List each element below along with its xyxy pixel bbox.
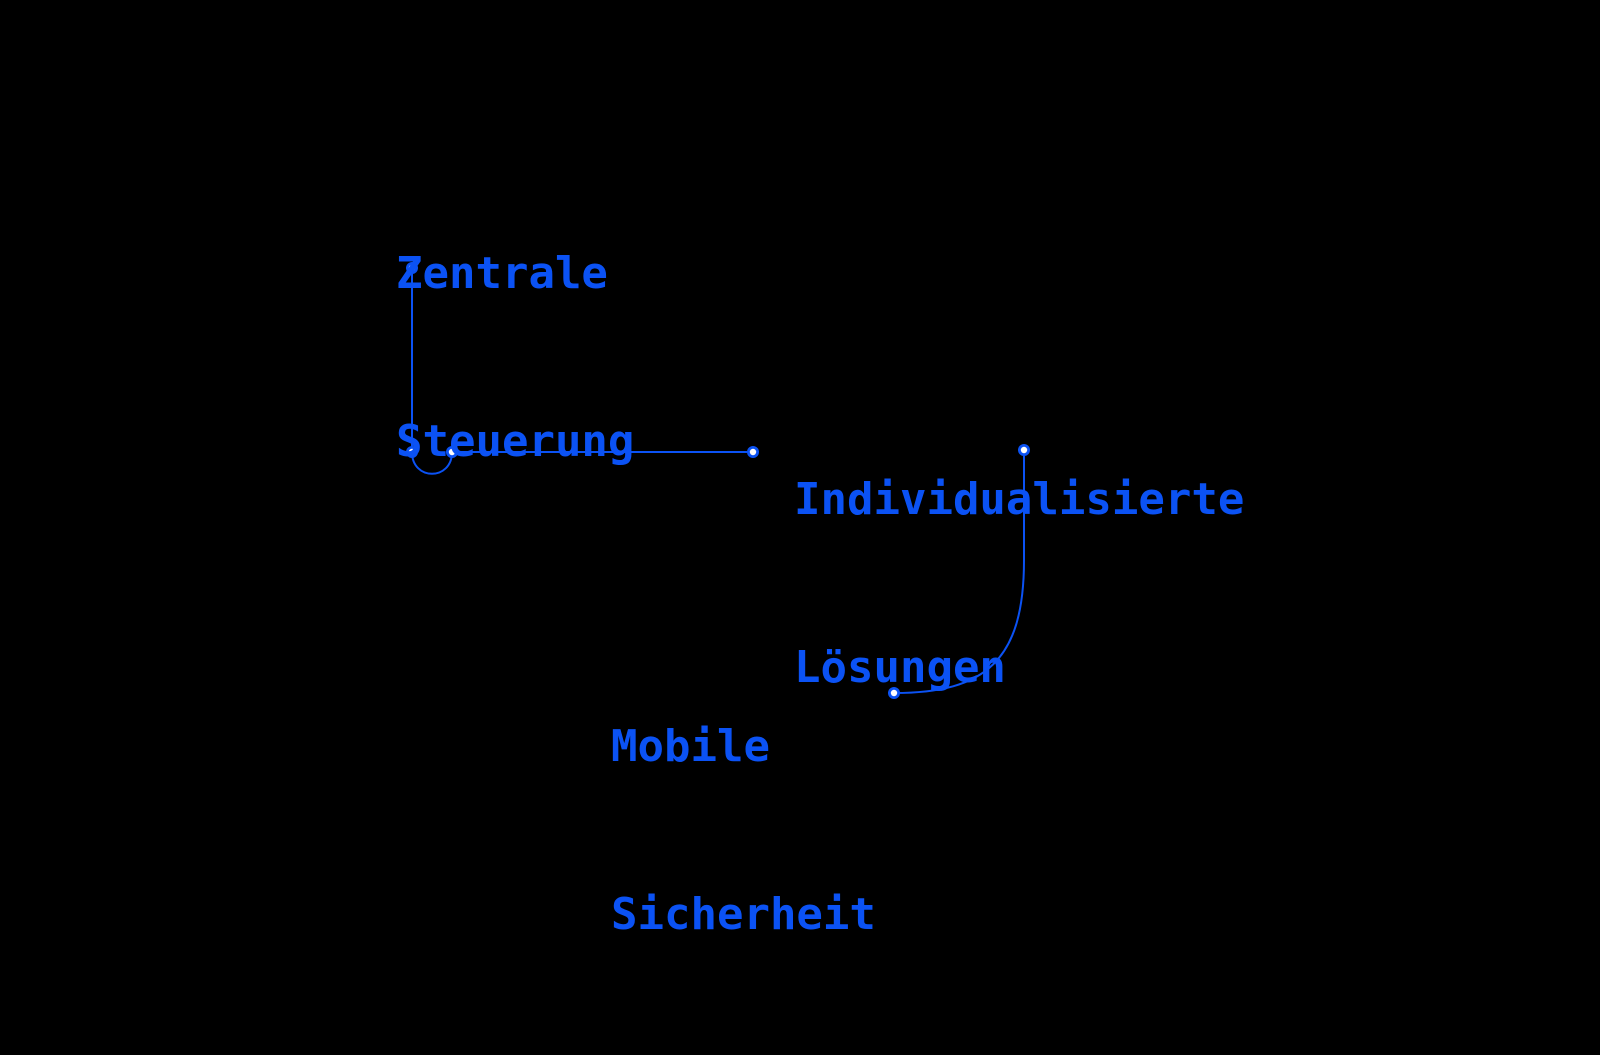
node-label-line: Sicherheit xyxy=(611,889,876,940)
node-label-line: Mobile xyxy=(611,721,770,772)
node-label-line: Zentrale xyxy=(396,248,608,299)
connector-node-point xyxy=(747,446,759,458)
node-label-individualisierte-loesungen: Individualisierte Lösungen xyxy=(794,360,1244,808)
node-label-line: Individualisierte xyxy=(794,474,1245,525)
node-label-zentrale-steuerung: Zentrale Steuerung xyxy=(396,134,634,582)
node-label-line: Steuerung xyxy=(396,416,635,467)
point-loesungen-left-ring xyxy=(747,446,759,458)
diagram-canvas: Zentrale Steuerung Individualisierte Lös… xyxy=(396,134,1245,940)
node-label-mobile-sicherheit: Mobile Sicherheit xyxy=(611,607,876,1055)
point-loesungen-left-core xyxy=(749,448,757,456)
node-label-line: Lösungen xyxy=(794,642,1006,693)
